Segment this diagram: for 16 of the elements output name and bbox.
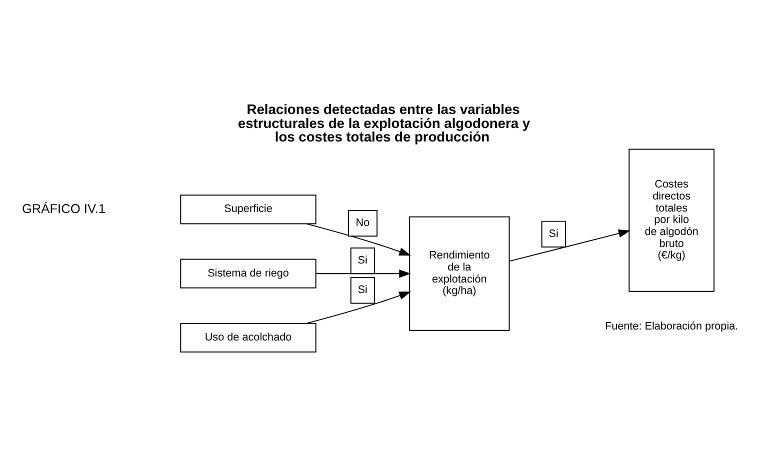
arrow [508,228,630,262]
arrow [306,222,411,256]
node-box: Rendimiento de la explotación (kg/ha) [409,216,510,330]
edge-label: Si [548,227,558,240]
node-box: Costes directos totales por kilo de algodón bruto (€/kg) [628,148,714,292]
node-box: Sistema de riego [180,258,316,288]
node-box: Uso de acolchado [180,322,316,352]
edge-label: No [356,216,370,229]
diagram-title: Relaciones detectadas entre las variables estructurales de la explotación algodonera y los costes totales de producción [238,100,530,144]
edge-label: Si [358,284,368,296]
arrow [316,268,412,278]
label: GRÁFICO IV.1 [22,200,106,216]
label: Fuente: Elaboración propia. [604,320,738,332]
arrow [306,291,411,324]
edge-label: Si [358,254,368,266]
node-box: Superficie [180,194,316,224]
